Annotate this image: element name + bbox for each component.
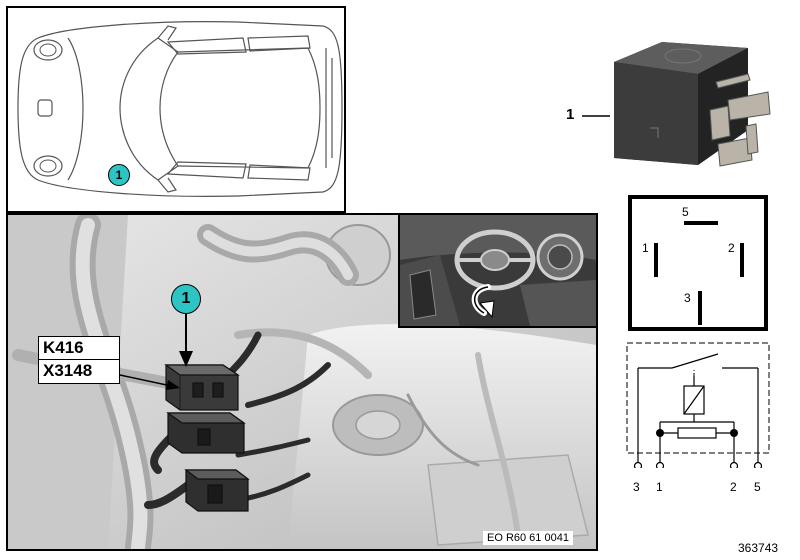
relay-installation-illustration xyxy=(8,215,596,549)
terminal-label-3: 3 xyxy=(633,480,640,494)
terminal-label-2: 2 xyxy=(730,480,737,494)
pin-3-blade xyxy=(698,291,702,325)
pin-number-3: 3 xyxy=(684,291,691,305)
location-callout: 1 xyxy=(108,164,130,186)
relay-product-image xyxy=(582,42,771,167)
interior-dashboard-illustration xyxy=(400,215,596,326)
pin-layout-diagram: 5 1 2 3 xyxy=(628,195,768,331)
car-location-panel: 1 xyxy=(6,6,346,213)
terminal-label-5: 5 xyxy=(754,480,761,494)
document-number: 363743 xyxy=(738,541,779,555)
terminal-label-1: 1 xyxy=(656,480,663,494)
pin-number-2: 2 xyxy=(728,241,735,255)
interior-inset-panel xyxy=(398,213,598,328)
pin-1-blade xyxy=(654,243,658,277)
car-outline-drawing xyxy=(17,21,343,197)
eo-code: EO R60 61 0041 xyxy=(483,531,573,545)
pin-number-5: 5 xyxy=(682,205,689,219)
relay-position-label: 1 xyxy=(566,106,575,123)
relay-callout: 1 xyxy=(171,284,201,314)
label-k416: K416 xyxy=(38,336,120,360)
pin-number-1: 1 xyxy=(642,241,649,255)
pin-5-blade xyxy=(684,221,718,225)
pin-2-blade xyxy=(740,243,744,277)
relay-schematic xyxy=(626,342,770,468)
label-x3148: X3148 xyxy=(38,360,120,384)
